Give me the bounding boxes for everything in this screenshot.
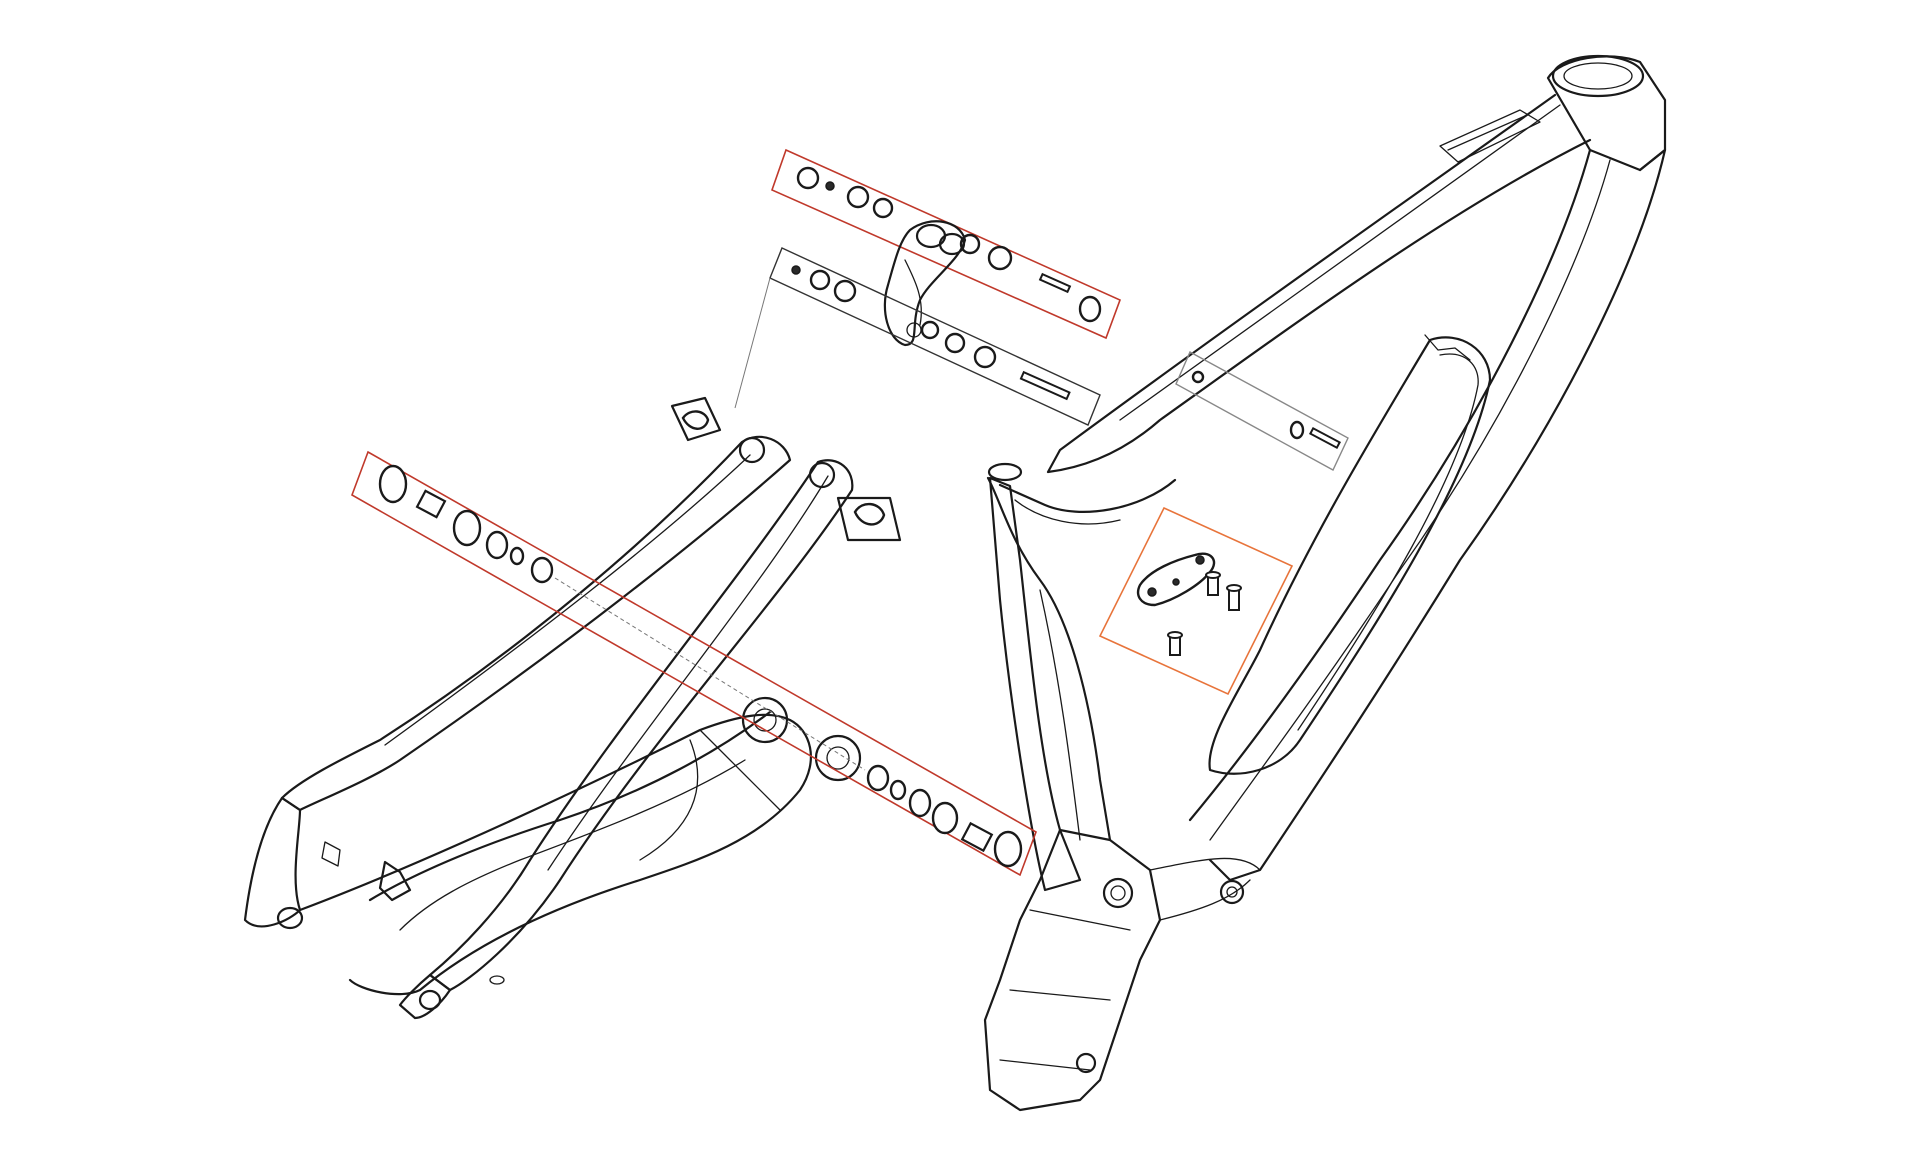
derailleur-hanger-hardware xyxy=(1098,506,1294,696)
lower-bearing-1 xyxy=(809,269,831,291)
head-tube-top xyxy=(1551,54,1645,98)
main-pivot-highlight-box xyxy=(351,450,1037,877)
dropout-left xyxy=(243,796,302,928)
main-collet-right xyxy=(960,821,994,853)
seat-post-opening xyxy=(987,462,1023,482)
shock-mount-highlight-box xyxy=(1175,351,1349,471)
seat-stay-pivot xyxy=(738,436,766,464)
lower-bolt-head xyxy=(791,265,801,275)
lower-shock-boss xyxy=(1219,879,1245,905)
main-collet-left xyxy=(415,489,447,519)
main-pivot-boss xyxy=(1102,877,1134,909)
down-tube xyxy=(1208,148,1667,882)
lower-axle xyxy=(1019,370,1071,401)
top-tube xyxy=(1046,93,1592,474)
seat-tube xyxy=(988,476,1082,892)
seat-stay xyxy=(280,435,792,812)
main-pivot-hardware xyxy=(351,450,1037,877)
battery-cover xyxy=(1208,336,1492,775)
lower-chainstay xyxy=(298,713,812,996)
upper-link-highlight-box xyxy=(771,148,1122,340)
upper-bearing-1 xyxy=(872,197,894,219)
lower-bearing-4 xyxy=(944,332,966,354)
upper-link-hardware xyxy=(771,148,1122,347)
leader-line xyxy=(734,277,771,409)
pivot-cap-left-frame xyxy=(670,396,722,442)
main-bearing-left-1 xyxy=(452,509,482,547)
upper-bearing-3 xyxy=(987,245,1013,271)
upper-cap-left xyxy=(796,166,820,190)
main-seal-left xyxy=(509,546,525,566)
front-triangle xyxy=(983,54,1667,1112)
lower-link-hardware xyxy=(734,247,1101,426)
brake-mount xyxy=(378,860,412,902)
hanger-highlight-box xyxy=(1098,506,1294,696)
chain-stay xyxy=(428,459,854,992)
main-bearing-left-2 xyxy=(485,530,509,560)
chain-stay-pivot xyxy=(808,461,836,489)
lower-bearing-3 xyxy=(920,320,940,340)
main-seal-right xyxy=(889,779,907,801)
dropout-right xyxy=(398,973,452,1020)
upper-bolt-head xyxy=(825,181,835,191)
main-bearing-right-2 xyxy=(931,801,959,835)
upper-washer xyxy=(846,185,870,209)
shock-bolt-head xyxy=(1191,370,1205,384)
pivot-cap-right-frame xyxy=(836,496,902,542)
pivot-end-caps xyxy=(670,396,902,542)
shock-axle xyxy=(1308,426,1342,450)
main-cap-left xyxy=(378,464,408,504)
main-spacer-left xyxy=(530,556,554,584)
upper-cap-right xyxy=(1078,295,1102,323)
chainstay-pivot-left xyxy=(741,696,789,744)
shock-spacer xyxy=(1289,420,1305,440)
chainstay-pivot-right xyxy=(814,734,862,782)
lower-spacer xyxy=(973,345,997,369)
main-spacer-right xyxy=(866,764,890,792)
lower-link-highlight-box xyxy=(769,247,1101,426)
rear-triangle xyxy=(243,435,862,1020)
lower-bearing-2 xyxy=(833,279,857,303)
shock-mount-hardware xyxy=(1175,351,1349,471)
main-bearing-right-1 xyxy=(908,788,932,818)
main-cap-right xyxy=(993,830,1023,868)
top-tube-slot xyxy=(1439,109,1541,163)
rocker-link xyxy=(883,220,967,347)
upper-axle xyxy=(1038,272,1072,294)
motor-mount xyxy=(983,828,1162,1112)
